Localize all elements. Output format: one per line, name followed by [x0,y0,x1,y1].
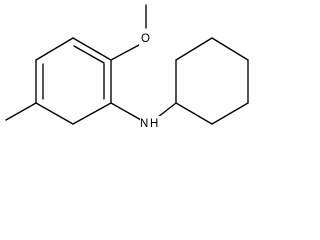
oxygen-atom-label: O [141,33,150,45]
ring-bond-top-left-to-left-top [35,37,74,61]
cyclohexane-bond-3 [211,37,249,61]
chemical-structure-diagram: O N H [5,4,249,132]
ring-bond-left-bottom-to-bottom [35,102,74,125]
ring-bond-top-right-to-top-left [72,37,112,61]
ring-nitrogen-bond [110,102,142,121]
nitrogen-atom-label: N [140,118,148,130]
methoxy-oxygen-ring-bond [110,44,140,61]
nitrogen-cyclohexyl-bond [157,102,177,118]
oxygen-label-background [139,31,154,46]
hydrogen-atom-label: H [150,118,158,130]
cyclohexane-bond-6 [175,102,213,125]
cyclohexane-bond-2 [175,37,213,61]
ring-inner-double-bond-top [73,45,105,64]
amine-label-background [140,116,165,132]
ring-bond-bottom-to-right-bottom [72,102,112,125]
ring-methyl-bond [5,102,37,121]
cyclohexane-bond-5 [211,102,249,125]
